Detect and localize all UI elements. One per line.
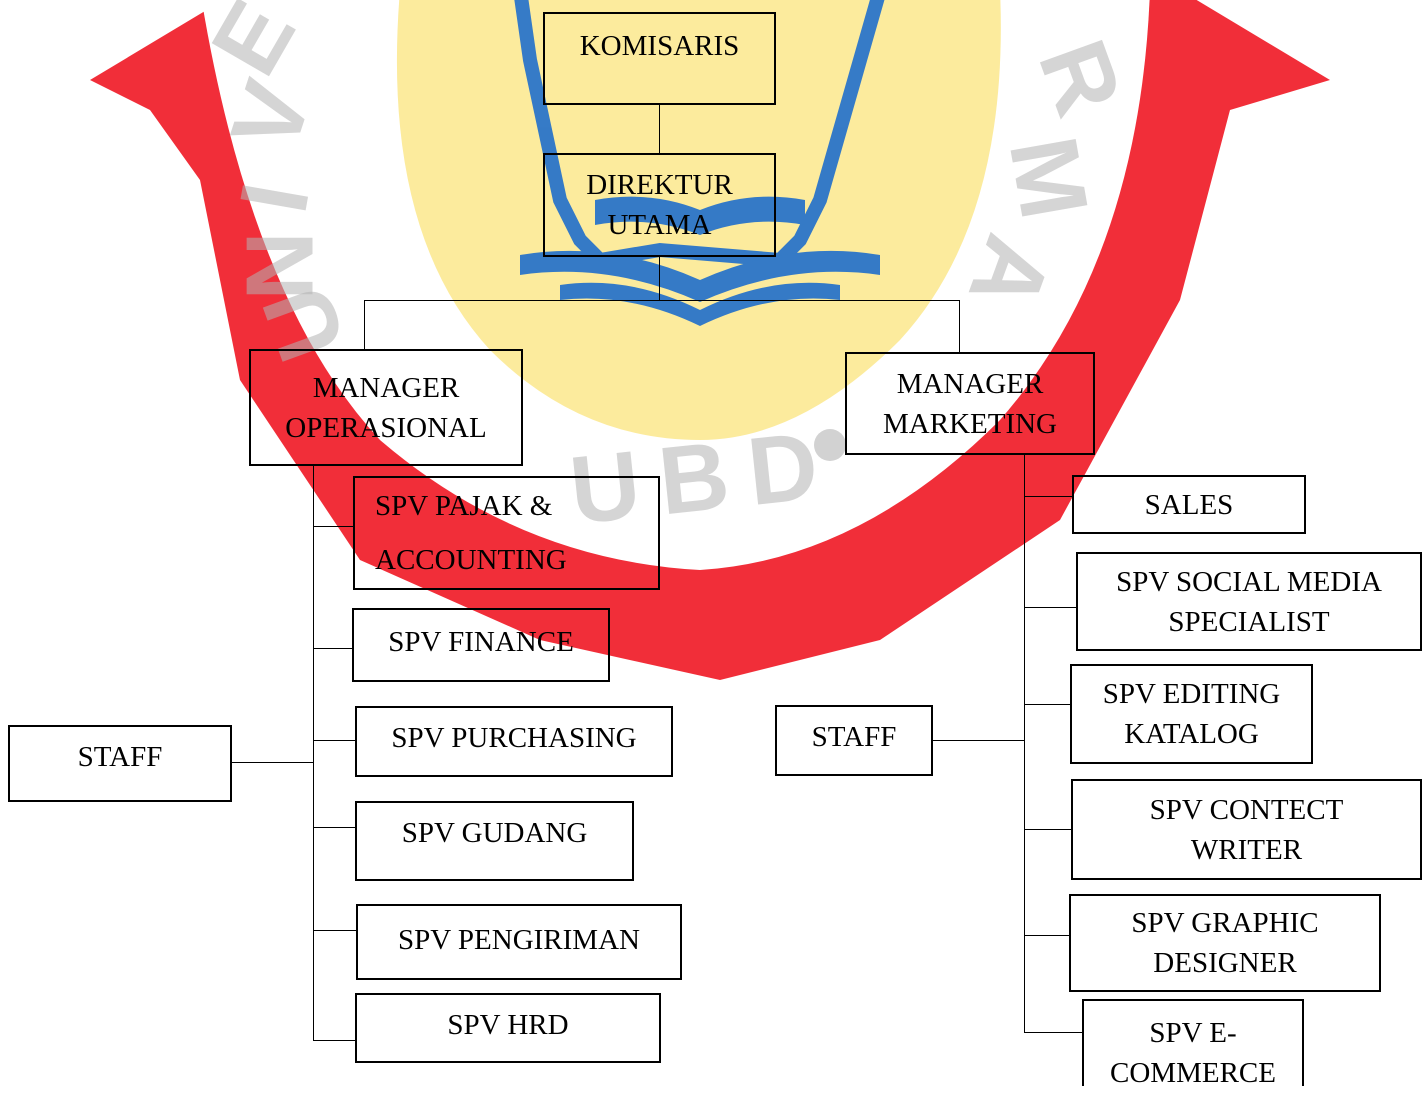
node-spv-purchasing: SPV PURCHASING (355, 706, 673, 777)
node-manager-marketing: MANAGER MARKETING (845, 352, 1095, 455)
node-label-line: SPV E- (1149, 1017, 1237, 1049)
connector-line (659, 256, 660, 300)
node-label-line: MANAGER (312, 371, 460, 404)
connector-line (1024, 454, 1025, 1032)
node-spv-graphic-designer: SPV GRAPHIC DESIGNER (1069, 894, 1381, 992)
node-spv-e-commerce: SPV E- COMMERCE (1082, 999, 1304, 1089)
node-manager-operasional: MANAGER OPERASIONAL (249, 349, 523, 466)
connector-line (313, 930, 356, 931)
node-label-line: SPV HRD (447, 1009, 569, 1041)
node-label-line: SPV PENGIRIMAN (398, 924, 640, 956)
node-label-line: SPV CONTECT (1149, 793, 1344, 826)
connector-line (1024, 496, 1072, 497)
watermark-letter: M (988, 129, 1109, 227)
node-label-line: SPECIALIST (1168, 605, 1330, 638)
node-label-line: MARKETING (883, 407, 1057, 440)
connector-line (313, 465, 314, 1041)
node-spv-pengiriman: SPV PENGIRIMAN (356, 904, 682, 980)
connector-line (959, 300, 960, 352)
connector-line (1024, 704, 1070, 705)
node-sales: SALES (1072, 475, 1306, 534)
node-spv-pajak-accounting: SPV PAJAK & ACCOUNTING (353, 476, 660, 590)
node-label-line: DIREKTUR (586, 169, 733, 201)
node-label-line: COMMERCE (1110, 1057, 1276, 1089)
node-label-line: MANAGER (896, 367, 1044, 400)
node-staff-marketing: STAFF (775, 705, 933, 776)
node-label-line: SPV SOCIAL MEDIA (1116, 565, 1382, 598)
connector-line (364, 300, 365, 350)
node-label-line: SALES (1144, 488, 1234, 521)
node-label-line: SPV PURCHASING (391, 722, 637, 754)
connector-line (1024, 1032, 1082, 1033)
connector-line (659, 104, 660, 154)
node-label-line: SPV GUDANG (401, 817, 588, 849)
connector-line (313, 827, 355, 828)
node-label-line: STAFF (77, 741, 163, 773)
connector-line (1024, 935, 1069, 936)
node-label-line: SPV FINANCE (388, 626, 574, 658)
connector-line (313, 526, 353, 527)
node-spv-hrd: SPV HRD (355, 993, 661, 1063)
node-spv-contect-writer: SPV CONTECT WRITER (1071, 779, 1422, 880)
node-label-line: ACCOUNTING (375, 544, 567, 576)
connector-line (313, 1040, 355, 1041)
seal-dot (814, 429, 846, 461)
connector-line (313, 648, 353, 649)
connector-line (932, 740, 1024, 741)
node-spv-social-media-specialist: SPV SOCIAL MEDIA SPECIALIST (1076, 552, 1422, 651)
connector-line (1024, 829, 1071, 830)
node-label-line: SPV GRAPHIC (1131, 907, 1319, 939)
node-label-line: KATALOG (1124, 718, 1259, 750)
node-label-line: UTAMA (607, 209, 712, 241)
connector-line (313, 740, 355, 741)
node-label-line: STAFF (811, 721, 897, 753)
connector-line (364, 300, 959, 301)
connector-line (230, 762, 313, 763)
node-komisaris: KOMISARIS (543, 12, 776, 105)
node-label-line: SPV EDITING (1102, 678, 1281, 710)
node-spv-gudang: SPV GUDANG (355, 801, 634, 881)
node-label-line: KOMISARIS (579, 30, 740, 62)
node-direktur-utama: DIREKTUR UTAMA (543, 153, 776, 257)
node-label-line: DESIGNER (1153, 947, 1297, 979)
node-label-line: WRITER (1190, 833, 1303, 866)
connector-line (1024, 607, 1076, 608)
node-spv-finance: SPV FINANCE (352, 608, 610, 682)
node-label-line: SPV PAJAK & (375, 490, 553, 522)
node-staff-operasional: STAFF (8, 725, 232, 802)
node-spv-editing-katalog: SPV EDITING KATALOG (1070, 664, 1313, 764)
node-label-line: OPERASIONAL (285, 411, 487, 444)
